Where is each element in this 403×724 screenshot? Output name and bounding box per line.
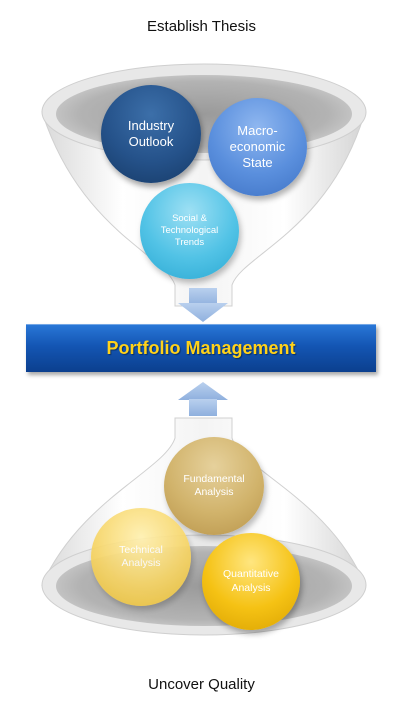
bubble-text-line: Technical xyxy=(119,543,163,556)
bubble-text-line: Macro- xyxy=(237,122,278,138)
bubble-text-line: State xyxy=(242,155,273,171)
banner-title: Portfolio Management xyxy=(106,337,296,358)
bubble-text-line: Analysis xyxy=(121,557,161,569)
macroeconomic-state-bubble: Macro- economic State xyxy=(208,98,307,196)
technical-analysis-bubble: Technical Analysis xyxy=(91,508,191,606)
fundamental-analysis-bubble: Fundamental Analysis xyxy=(164,437,264,535)
down-arrow-icon xyxy=(178,288,228,322)
bubble-text-line: Social & xyxy=(172,213,207,225)
bottom-title: Uncover Quality xyxy=(148,676,255,693)
bubble-text-line: Fundamental xyxy=(183,472,245,485)
industry-outlook-bubble: Industry Outlook xyxy=(101,85,201,183)
social-technological-trends-bubble: Social & Technological Trends xyxy=(140,183,239,279)
bubble-text-line: Quantitative xyxy=(222,568,280,581)
portfolio-management-banner: Portfolio Management xyxy=(26,324,376,372)
bubble-text-line: Outlook xyxy=(128,134,174,149)
bubble-text-line: economic xyxy=(229,138,286,154)
bubble-text-line: Technological xyxy=(160,225,219,237)
quantitative-analysis-bubble: Quantitative Analysis xyxy=(202,533,300,630)
bubble-text-line: Industry xyxy=(127,117,175,133)
bubble-text-line: Trends xyxy=(174,236,205,248)
top-title: Establish Thesis xyxy=(147,18,256,35)
bubble-text-line: Analysis xyxy=(194,486,234,498)
bubble-text-line: Analysis xyxy=(231,581,271,594)
up-arrow-icon xyxy=(178,382,228,416)
